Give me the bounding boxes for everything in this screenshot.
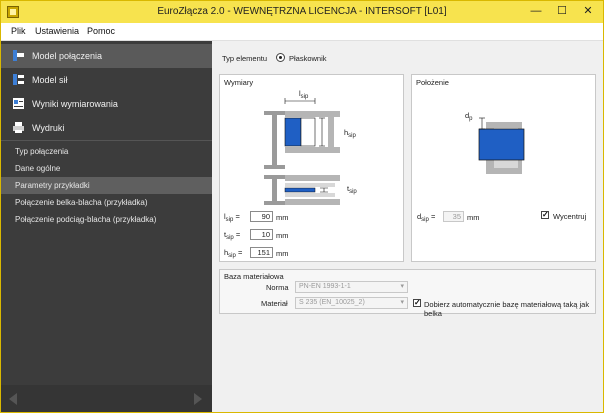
position-diagram: [478, 117, 525, 174]
material-panel: Baza materiałowa Norma PN-EN 1993-1-1 Ma…: [219, 269, 596, 318]
sidebar-subitem-connection-type[interactable]: Typ połączenia: [1, 143, 212, 160]
h-sip-label: hsip =: [224, 248, 243, 259]
norm-select[interactable]: PN-EN 1993-1-1: [295, 281, 408, 293]
d-sip-unit: mm: [467, 213, 480, 222]
diagram-h-label: hsip: [344, 128, 356, 139]
t-sip-label: tsip =: [224, 230, 241, 241]
diagram-l-label: lsip: [299, 89, 309, 100]
main-content: Typ elementu Płaskownik Wymiary: [212, 41, 603, 412]
sidebar-item-force-model[interactable]: Model sił: [1, 68, 212, 92]
title-bar: EuroZłącza 2.0 - WEWNĘTRZNA LICENCJA - I…: [1, 1, 603, 23]
auto-material-checkbox[interactable]: [413, 298, 421, 307]
diagram-dp-label: dp: [465, 111, 473, 122]
sidebar-item-label: Model połączenia: [32, 51, 103, 61]
t-sip-unit: mm: [276, 231, 289, 240]
sidebar-item-connection-model[interactable]: Model połączenia: [1, 44, 212, 68]
window-title: EuroZłącza 2.0 - WEWNĘTRZNA LICENCJA - I…: [157, 6, 447, 17]
sidebar-subitem-label: Połączenie podciąg-blacha (przykładka): [15, 215, 157, 224]
printer-icon: [13, 122, 24, 133]
close-button[interactable]: ✕: [583, 5, 593, 17]
results-icon: [13, 98, 24, 109]
sidebar-item-label: Wydruki: [32, 123, 65, 133]
next-arrow-icon[interactable]: [194, 393, 202, 405]
sidebar-subitem-label: Połączenie belka-blacha (przykładka): [15, 198, 148, 207]
connection-model-icon: [13, 50, 24, 61]
maximize-button[interactable]: ☐: [557, 5, 567, 17]
l-sip-input[interactable]: 90: [250, 211, 273, 222]
material-select[interactable]: S 235 (EN_10025_2): [295, 297, 408, 309]
menu-ustawienia[interactable]: Ustawienia: [35, 26, 80, 36]
menu-plik[interactable]: Plik: [11, 26, 26, 36]
material-title: Baza materiałowa: [224, 272, 284, 281]
auto-material-label: Dobierz automatycznie bazę materiałową t…: [424, 300, 590, 318]
sidebar-footer: [1, 385, 212, 412]
position-panel: Położenie dp dsip = 35 mm Wycentruj: [411, 74, 596, 262]
l-sip-unit: mm: [276, 213, 289, 222]
position-title: Położenie: [416, 78, 449, 87]
sidebar-subitem-girder-plate[interactable]: Połączenie podciąg-blacha (przykładka): [1, 211, 212, 228]
sidebar-subitem-general-data[interactable]: Dane ogólne: [1, 160, 212, 177]
sidebar-item-printouts[interactable]: Wydruki: [1, 116, 212, 140]
sidebar-divider: [1, 140, 212, 141]
previous-arrow-icon[interactable]: [9, 393, 17, 405]
menu-pomoc[interactable]: Pomoc: [87, 26, 116, 36]
l-sip-label: lsip =: [224, 212, 240, 223]
sidebar-item-label: Model sił: [32, 75, 68, 85]
dimensions-panel: Wymiary: [219, 74, 404, 262]
minimize-button[interactable]: —: [530, 5, 542, 17]
element-type-radio[interactable]: [276, 53, 285, 62]
splice-section-diagram: [264, 98, 340, 205]
center-label: Wycentruj: [553, 212, 587, 221]
sidebar-subitem-label: Parametry przykładki: [15, 181, 90, 190]
sidebar-item-results[interactable]: Wyniki wymiarowania: [1, 92, 212, 116]
element-type-label: Typ elementu: [222, 54, 268, 63]
force-model-icon: [13, 74, 24, 85]
sidebar-item-label: Wyniki wymiarowania: [32, 99, 118, 109]
h-sip-input[interactable]: 151: [250, 247, 273, 258]
h-sip-unit: mm: [276, 249, 289, 258]
center-checkbox[interactable]: [541, 210, 549, 219]
sidebar-subitem-splice-parameters[interactable]: Parametry przykładki: [1, 177, 212, 194]
material-label: Materiał: [261, 299, 288, 308]
sidebar: Model połączenia Model sił Wyniki wymiar…: [1, 41, 212, 412]
d-sip-label: dsip =: [417, 212, 436, 223]
d-sip-input[interactable]: 35: [443, 211, 464, 222]
sidebar-subitem-beam-plate[interactable]: Połączenie belka-blacha (przykładka): [1, 194, 212, 211]
sidebar-subitem-label: Dane ogólne: [15, 164, 61, 173]
dimensions-title: Wymiary: [224, 78, 254, 87]
menu-bar: Plik Ustawienia Pomoc: [1, 23, 603, 41]
sidebar-subitem-label: Typ połączenia: [15, 147, 69, 156]
t-sip-input[interactable]: 10: [250, 229, 273, 240]
diagram-t-label: tsip: [347, 184, 357, 195]
norm-label: Norma: [266, 283, 289, 292]
element-type-value: Płaskownik: [289, 54, 327, 63]
app-logo-icon: [7, 6, 19, 18]
